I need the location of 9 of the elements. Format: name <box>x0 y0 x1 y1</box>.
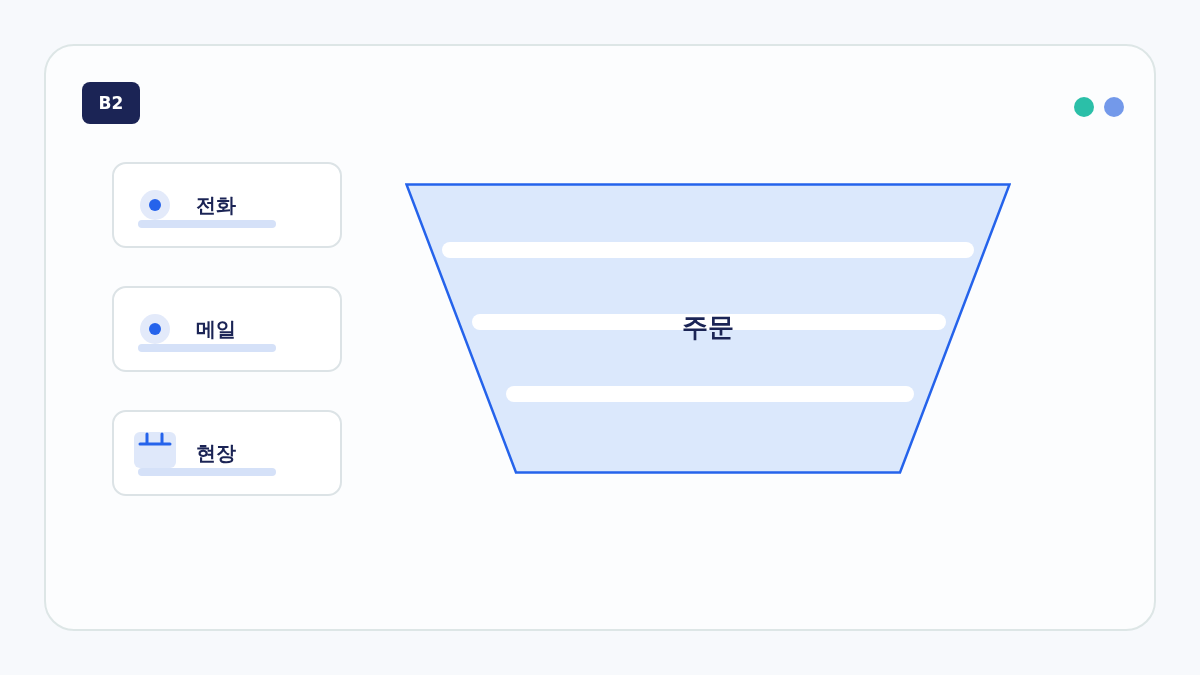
channel-card <box>112 162 342 248</box>
funnel-label: 주문 <box>682 311 734 344</box>
tag-badge: B2 <box>82 82 140 124</box>
funnel <box>405 183 1011 474</box>
card-title: 전화 <box>196 192 236 219</box>
card-title: 현장 <box>196 440 236 467</box>
channel-card <box>112 410 342 496</box>
channel-card <box>112 286 342 372</box>
card-title: 메일 <box>196 316 236 343</box>
